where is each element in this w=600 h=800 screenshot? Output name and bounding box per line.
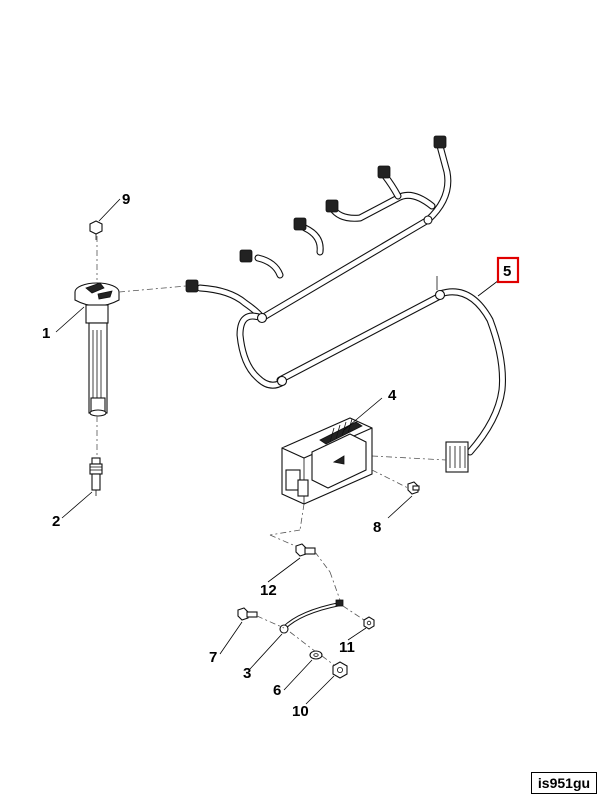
spark-plug[interactable] <box>89 457 103 496</box>
callout-9[interactable]: 9 <box>122 191 130 208</box>
washer[interactable] <box>309 650 323 660</box>
callout-7[interactable]: 7 <box>209 649 217 666</box>
callout-8[interactable]: 8 <box>373 519 381 536</box>
large-nut[interactable] <box>332 661 348 679</box>
module-bolt[interactable] <box>407 481 420 495</box>
coil-bolt[interactable] <box>89 220 103 240</box>
callout-12[interactable]: 12 <box>260 582 277 599</box>
callout-2[interactable]: 2 <box>52 513 60 530</box>
highlight-box <box>496 256 520 284</box>
callout-4[interactable]: 4 <box>388 387 397 404</box>
figure-code: is951gu <box>537 775 591 791</box>
small-nut[interactable] <box>363 616 375 630</box>
callout-1[interactable]: 1 <box>42 325 50 342</box>
callout-6[interactable]: 6 <box>273 682 281 699</box>
callout-10[interactable]: 10 <box>292 703 309 720</box>
ground-strap[interactable] <box>279 599 344 634</box>
ground-bolt[interactable] <box>295 543 316 557</box>
stud[interactable] <box>237 607 258 621</box>
control-module[interactable] <box>281 417 373 505</box>
ignition-coil[interactable] <box>74 282 120 417</box>
callout-5[interactable]: 5 <box>503 263 511 280</box>
figure-code-box: is951gu <box>531 772 597 794</box>
callout-11[interactable]: 11 <box>339 639 355 656</box>
hose-assembly[interactable] <box>185 135 506 473</box>
callout-3[interactable]: 3 <box>243 665 251 682</box>
